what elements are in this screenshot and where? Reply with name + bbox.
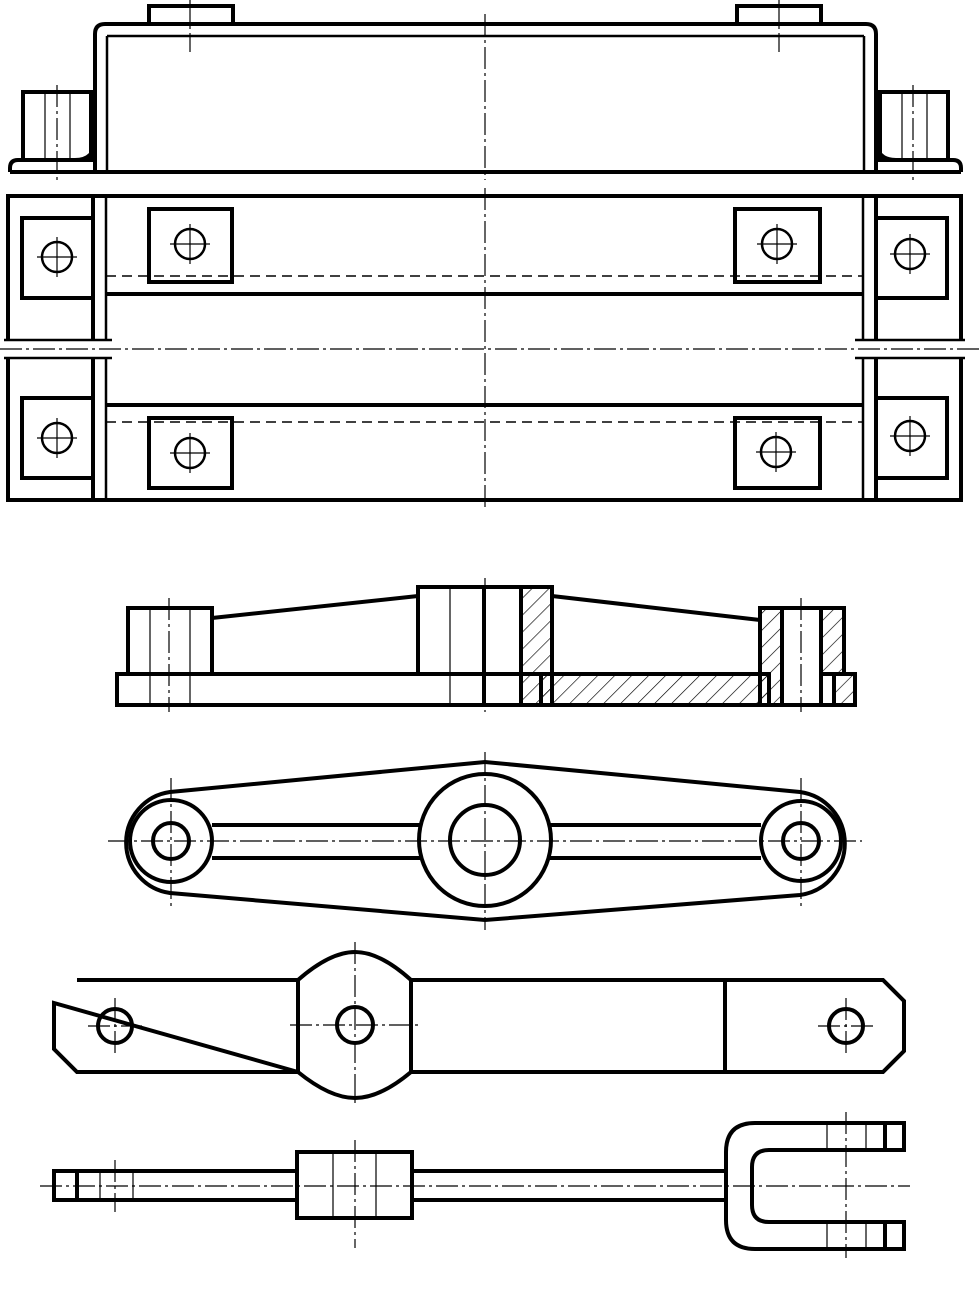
section-base: [539, 672, 771, 707]
right-boss-wall-right: [819, 606, 846, 676]
front-elevation-view: [8, 0, 963, 180]
base-plate: [115, 672, 486, 707]
flat-bar-outline: [52, 978, 906, 1074]
side-section-view: [115, 578, 857, 712]
fork-clevis: [724, 1121, 906, 1251]
flat-bar-view: [52, 942, 906, 1106]
pad-inner-bottom-left: [147, 416, 234, 490]
boss-right: [878, 90, 950, 162]
flat-bar-hub: [296, 949, 413, 1101]
pad-top-left: [20, 216, 95, 300]
right-boss-wall-left: [758, 606, 784, 707]
plan-view: [0, 188, 979, 508]
top-tab-left: [147, 4, 235, 26]
link-plate-view: [108, 752, 862, 930]
pad-top-right: [874, 216, 949, 300]
pad-bottom-left: [20, 396, 95, 480]
left-boss: [126, 606, 214, 676]
right-boss-foot: [832, 672, 857, 707]
pad-inner-bottom-right: [733, 416, 822, 490]
link-outer-profile: [124, 759, 847, 923]
fork-bar-view: [40, 1112, 910, 1258]
pad-inner-top-left: [147, 207, 234, 284]
pad-inner-top-right: [733, 207, 822, 284]
pad-bottom-right: [874, 396, 949, 480]
